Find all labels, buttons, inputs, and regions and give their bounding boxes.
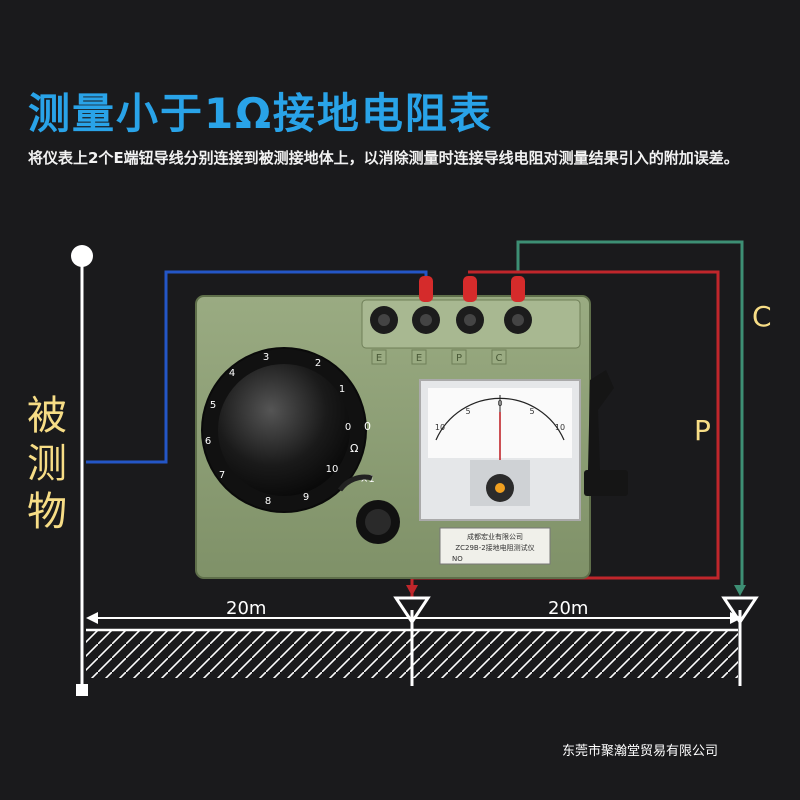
- dial-number: 1: [339, 384, 345, 395]
- analog-meter: 10 5 0 5 10: [419, 379, 581, 521]
- terminal-label: E: [376, 353, 382, 364]
- distance-label-right: 20m: [548, 598, 589, 619]
- plug-red: [419, 276, 433, 302]
- description-text: 将仪表上2个E端钮导线分别连接到被测接地体上，以消除测量时连接导线电阻对测量结果…: [28, 149, 739, 167]
- dial-number: 5: [210, 400, 216, 411]
- label-c: C: [752, 300, 772, 333]
- dial-number: 9: [303, 492, 309, 503]
- range-label: Ω: [350, 442, 358, 455]
- arrow-left-icon: [86, 612, 98, 624]
- meter-scale: 10: [435, 423, 445, 432]
- plug-red: [511, 276, 525, 302]
- dial-number: 6: [205, 436, 211, 447]
- binding-post-e2[interactable]: [412, 306, 440, 334]
- dial-number: 3: [263, 352, 269, 363]
- meter-scale: 10: [555, 423, 565, 432]
- object-top-node: [71, 245, 93, 267]
- terminal-label: P: [456, 353, 462, 364]
- meter-scale: 5: [465, 407, 470, 416]
- terminal-label: E: [416, 353, 422, 364]
- dial-number: 10: [326, 464, 339, 475]
- meter-scale: 5: [529, 407, 534, 416]
- terminal-label-row: E E P C: [371, 349, 507, 365]
- dial-number: 2: [315, 358, 321, 369]
- plug-red: [463, 276, 477, 302]
- dial-number: 0: [345, 422, 351, 433]
- range-selector-knob[interactable]: [337, 474, 400, 544]
- object-bottom-node: [76, 684, 88, 696]
- crank-handle[interactable]: [584, 370, 628, 496]
- nameplate: 成都宏业有限公司 ZC29B-2接地电阻测试仪 NO: [439, 527, 551, 565]
- meter-scale: 0: [497, 399, 502, 408]
- wire-red-p: [410, 270, 720, 598]
- range-dial[interactable]: 3 4 5 6 7 8 9 10 0 1 2: [201, 347, 367, 513]
- company-name: 东莞市聚瀚堂贸易有限公司: [562, 744, 719, 759]
- ground-spike-c: [721, 585, 759, 686]
- page-title: 测量小于1Ω接地电阻表: [28, 89, 493, 138]
- label-p: P: [694, 414, 711, 447]
- nameplate-model: ZC29B-2接地电阻测试仪: [455, 543, 534, 552]
- nameplate-company: 成都宏业有限公司: [467, 532, 523, 541]
- wire-green-c: [516, 240, 744, 590]
- binding-post-e1[interactable]: [370, 306, 398, 334]
- terminal-label: C: [496, 353, 503, 364]
- ground-spike-p: [393, 585, 431, 686]
- object-label: 被测物: [27, 393, 67, 535]
- binding-post-c[interactable]: [504, 306, 532, 334]
- earth-resistance-tester: E E P C 3 4 5 6 7 8: [195, 276, 628, 579]
- distance-label-left: 20m: [226, 598, 267, 619]
- range-label: 0: [364, 420, 371, 433]
- binding-post-p[interactable]: [456, 306, 484, 334]
- dial-number: 7: [219, 470, 225, 481]
- nameplate-serial: NO: [452, 555, 463, 563]
- dial-number: 8: [265, 496, 271, 507]
- dial-number: 4: [229, 368, 235, 379]
